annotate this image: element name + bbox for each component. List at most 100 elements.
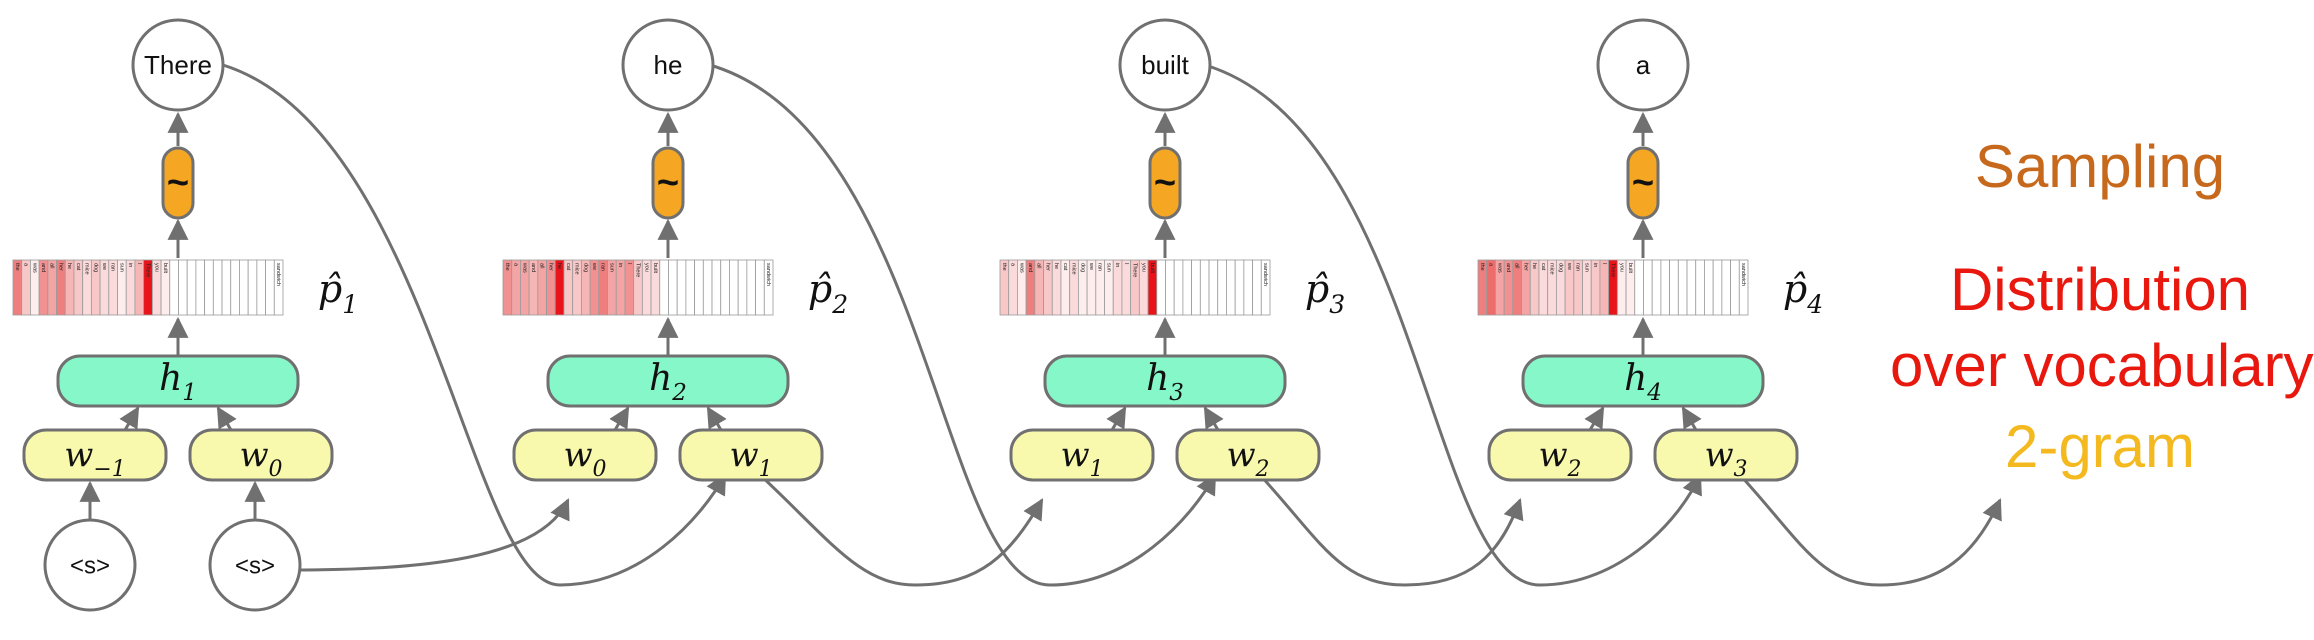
input-token-node bbox=[1653, 428, 1799, 482]
distribution-word: you bbox=[643, 263, 649, 272]
distribution-cell bbox=[763, 259, 774, 316]
distribution-word: all bbox=[49, 263, 55, 269]
distribution-word: we bbox=[1088, 262, 1094, 270]
distribution-word: the bbox=[504, 263, 510, 271]
distribution-word: all bbox=[1514, 263, 1520, 269]
distribution-cell bbox=[1721, 259, 1731, 316]
distribution-word: you bbox=[1618, 263, 1624, 272]
distribution-word: was bbox=[1496, 262, 1502, 273]
distribution-cell bbox=[1173, 259, 1184, 316]
output-to-input-curve bbox=[1204, 63, 1702, 587]
input-token-label: w0 bbox=[239, 435, 282, 482]
distribution-word: I bbox=[626, 263, 632, 265]
distribution-word: sun bbox=[118, 263, 124, 272]
distribution-word: I bbox=[1123, 263, 1129, 265]
input-token-node bbox=[1487, 428, 1633, 482]
input-to-hidden-arrow bbox=[1203, 406, 1224, 431]
distribution-word: cat bbox=[565, 263, 571, 271]
output-token-label: a bbox=[1636, 50, 1651, 80]
output-token-node bbox=[1596, 18, 1690, 112]
distribution-cell bbox=[1599, 259, 1610, 316]
distribution-word: mice bbox=[574, 263, 580, 275]
distribution-word: dog bbox=[582, 263, 588, 272]
input-token-node bbox=[22, 428, 168, 482]
distribution-word: sun bbox=[1583, 263, 1589, 272]
input-token-node bbox=[678, 428, 824, 482]
distribution-cell bbox=[694, 259, 704, 316]
input-to-hidden-arrow bbox=[1681, 406, 1702, 431]
distribution-cell bbox=[169, 259, 179, 316]
distribution-cell bbox=[746, 259, 756, 316]
input-token-node bbox=[188, 428, 334, 482]
distribution-word: was bbox=[1018, 262, 1024, 273]
distribution-word: all bbox=[539, 263, 545, 269]
distribution-word: I bbox=[136, 263, 142, 265]
distribution-cell bbox=[668, 259, 678, 316]
distribution-cell bbox=[256, 259, 266, 316]
distribution-cell bbox=[1165, 259, 1175, 316]
input-chain-curve bbox=[1258, 473, 1524, 587]
distribution-cell bbox=[755, 259, 765, 316]
distribution-word: he bbox=[556, 263, 562, 269]
distribution-cell bbox=[1182, 259, 1193, 316]
sampling-op bbox=[1148, 146, 1182, 220]
distribution-cell bbox=[21, 259, 31, 316]
distribution-word: There bbox=[145, 263, 151, 277]
distribution-word: ran bbox=[1097, 263, 1103, 271]
distribution-word: mice bbox=[1549, 263, 1555, 275]
output-token-label: he bbox=[654, 50, 683, 80]
distribution-word: I bbox=[1601, 263, 1607, 265]
legend-ngram: 2-gram bbox=[2004, 413, 2196, 480]
input-token-node bbox=[1009, 428, 1155, 482]
distribution-cell bbox=[1695, 259, 1705, 316]
distribution-word: you bbox=[1140, 263, 1146, 272]
distribution-word: her bbox=[1044, 263, 1050, 271]
input-token-label: w3 bbox=[1704, 435, 1747, 482]
input-to-hidden-arrow bbox=[119, 406, 140, 431]
distribution-word: dog bbox=[1557, 263, 1563, 272]
input-to-hidden-arrow bbox=[216, 406, 237, 431]
output-to-input-curve bbox=[709, 63, 1217, 587]
distribution-cell bbox=[1686, 259, 1697, 316]
distribution-cell bbox=[1677, 259, 1688, 316]
distribution-cell bbox=[1704, 259, 1714, 316]
distribution-label: p̂3 bbox=[1305, 267, 1345, 320]
distribution-word: ran bbox=[1575, 263, 1581, 271]
distribution-cell bbox=[186, 259, 197, 316]
distribution-cell bbox=[1651, 259, 1662, 316]
distribution-cell bbox=[1730, 259, 1740, 316]
distribution-word: There bbox=[1132, 263, 1138, 277]
distribution-cell bbox=[1217, 259, 1227, 316]
distribution-cell bbox=[685, 259, 696, 316]
distribution-word: he bbox=[66, 263, 72, 269]
distribution-word: built bbox=[652, 263, 658, 274]
distribution-cell bbox=[720, 259, 730, 316]
input-token-label: w1 bbox=[729, 435, 772, 482]
distribution-cell bbox=[125, 259, 136, 316]
distribution-label: p̂2 bbox=[808, 267, 848, 320]
distribution-word: he bbox=[1531, 263, 1537, 269]
distribution-cell bbox=[239, 259, 249, 316]
hidden-state-label: h3 bbox=[1146, 358, 1184, 406]
distribution-word: built bbox=[162, 263, 168, 274]
output-to-input-curve bbox=[222, 63, 727, 587]
hidden-state-label: h4 bbox=[1624, 358, 1662, 406]
distribution-cell bbox=[1590, 259, 1601, 316]
distribution-word: cat bbox=[75, 263, 81, 271]
legend-distribution: Distribution over vocabulary bbox=[1890, 252, 2314, 404]
distribution-word: dog bbox=[92, 263, 98, 272]
distribution-cell bbox=[134, 259, 145, 316]
distribution-word: and bbox=[530, 263, 536, 272]
distribution-cell bbox=[1712, 259, 1723, 316]
distribution-cell bbox=[204, 259, 214, 316]
input-token-node bbox=[1175, 428, 1321, 482]
distribution-word: all bbox=[1036, 263, 1042, 269]
output-token-label: There bbox=[144, 50, 212, 80]
distribution-word: a bbox=[513, 263, 519, 267]
distribution-cell bbox=[615, 259, 626, 316]
distribution-word: the bbox=[14, 263, 20, 271]
distribution-cell bbox=[1643, 259, 1653, 316]
